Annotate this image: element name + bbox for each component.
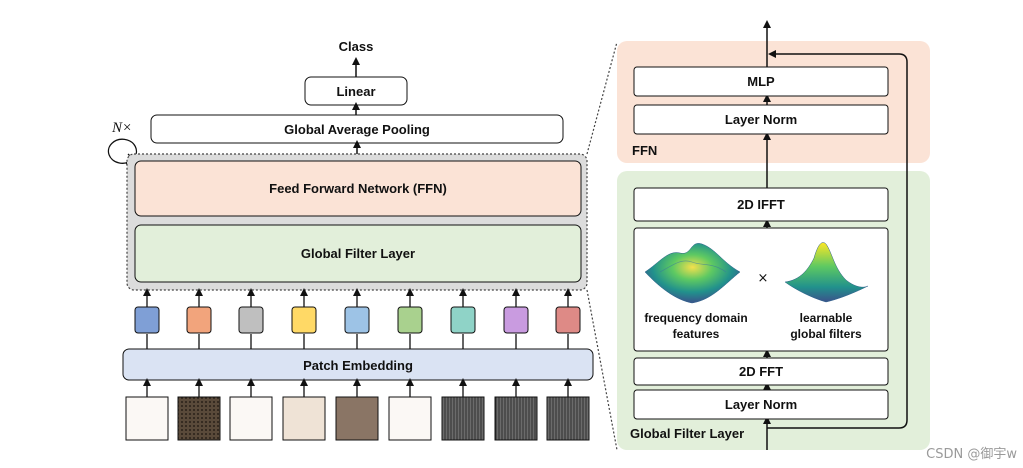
- image-patch: [125, 396, 169, 441]
- mlp-block: [633, 66, 889, 97]
- layer-norm-bottom-block: [633, 389, 889, 420]
- patch-embedding-label: Patch Embedding: [303, 358, 413, 373]
- image-patch: [335, 396, 379, 441]
- token-row: [134, 288, 581, 349]
- zoom-line-bottom: [586, 289, 618, 451]
- repeat-loop-icon: [107, 138, 138, 164]
- repeat-label: N×: [111, 120, 132, 136]
- zoom-line-top: [586, 41, 618, 155]
- ffn-block: [134, 160, 582, 217]
- token: [503, 306, 529, 334]
- layer-norm-top-label: Layer Norm: [725, 112, 797, 127]
- ifft-label: 2D IFFT: [737, 197, 785, 212]
- image-patch: [229, 396, 273, 441]
- freq-features-label-line2: features: [673, 327, 720, 341]
- image-patch-row: [125, 378, 590, 441]
- filters-label-line2: global filters: [790, 327, 862, 341]
- gap-label: Global Average Pooling: [284, 122, 430, 137]
- freq-features-label-line1: frequency domain: [644, 311, 747, 325]
- gfl-group-label: Global Filter Layer: [630, 426, 744, 441]
- image-patch: [494, 396, 538, 441]
- token: [186, 306, 212, 334]
- token: [134, 306, 160, 334]
- token: [344, 306, 370, 334]
- image-patch: [546, 396, 590, 441]
- residual-skip-connection: [767, 50, 908, 429]
- image-patch: [441, 396, 485, 441]
- ffn-group-panel: [617, 41, 930, 163]
- token: [238, 306, 264, 334]
- multiply-symbol: ×: [758, 271, 769, 286]
- image-patch: [388, 396, 432, 441]
- fft-label: 2D FFT: [739, 364, 783, 379]
- token: [291, 306, 317, 334]
- linear-label: Linear: [336, 84, 375, 99]
- frequency-domain-features-surface: [644, 243, 741, 304]
- image-patch: [282, 396, 326, 441]
- class-label: Class: [339, 39, 374, 54]
- image-patch: [177, 396, 221, 441]
- token: [397, 306, 423, 334]
- fft-block: [633, 357, 889, 386]
- ffn-group-label: FFN: [632, 143, 657, 158]
- filters-label-line1: learnable: [800, 311, 853, 325]
- global-filter-layer-block: [134, 224, 582, 283]
- token: [450, 306, 476, 334]
- layer-norm-bottom-label: Layer Norm: [725, 397, 797, 412]
- learnable-global-filters-surface: [784, 242, 869, 303]
- layer-norm-top-block: [633, 104, 889, 135]
- token: [555, 306, 581, 334]
- mlp-label: MLP: [747, 74, 775, 89]
- gfl-label: Global Filter Layer: [301, 246, 415, 261]
- ffn-label: Feed Forward Network (FFN): [269, 181, 447, 196]
- watermark: CSDN @御宇w: [926, 447, 1017, 462]
- ifft-block: [633, 187, 889, 222]
